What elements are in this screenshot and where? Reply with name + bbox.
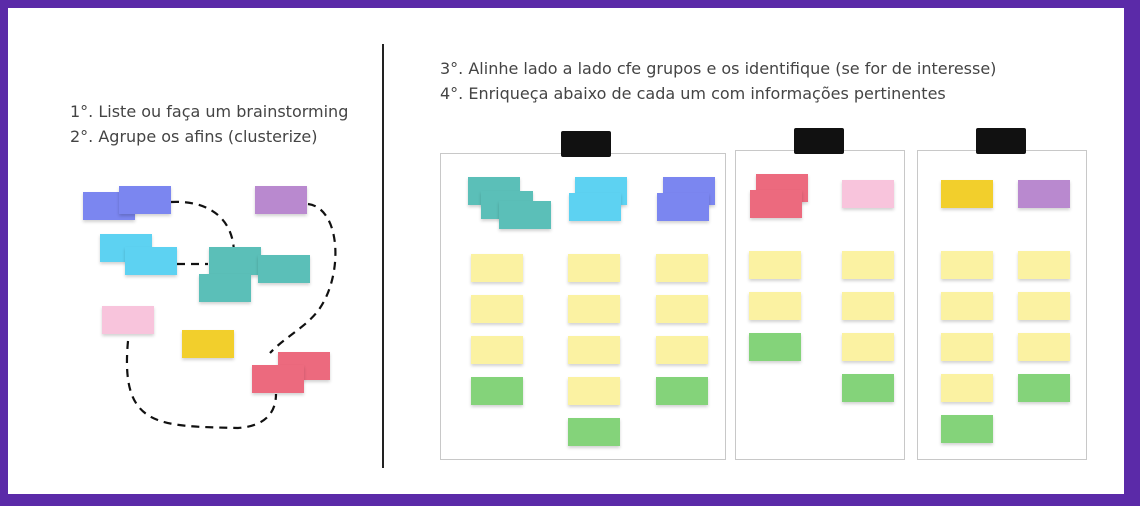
sticky-note-pink[interactable] <box>102 306 154 334</box>
detail-note-yellow[interactable] <box>941 374 993 402</box>
sticky-note-teal[interactable] <box>199 274 251 302</box>
header-note-cyan[interactable] <box>569 193 621 221</box>
detail-note-yellow[interactable] <box>568 254 620 282</box>
detail-note-yellow[interactable] <box>842 333 894 361</box>
detail-note-yellow[interactable] <box>1018 333 1070 361</box>
detail-note-yellow[interactable] <box>1018 251 1070 279</box>
detail-note-yellow[interactable] <box>471 336 523 364</box>
detail-note-yellow[interactable] <box>656 295 708 323</box>
detail-note-green[interactable] <box>656 377 708 405</box>
header-note-pink[interactable] <box>842 180 894 208</box>
link-pink-red <box>125 340 278 430</box>
sticky-note-cyan[interactable] <box>125 247 177 275</box>
link-blue-teal <box>170 200 236 255</box>
cluster-connectors <box>125 200 337 430</box>
detail-note-yellow[interactable] <box>941 292 993 320</box>
detail-note-yellow[interactable] <box>656 254 708 282</box>
detail-note-yellow[interactable] <box>568 377 620 405</box>
detail-note-green[interactable] <box>1018 374 1070 402</box>
detail-note-green[interactable] <box>749 333 801 361</box>
whiteboard-canvas: 1°. Liste ou faça um brainstorming 2°. A… <box>8 8 1124 494</box>
detail-note-yellow[interactable] <box>941 251 993 279</box>
header-note-red[interactable] <box>750 190 802 218</box>
sticky-note-purple[interactable] <box>255 186 307 214</box>
detail-note-green[interactable] <box>941 415 993 443</box>
sticky-note-blue[interactable] <box>119 186 171 214</box>
tape-label <box>794 128 844 154</box>
sticky-note-yellow[interactable] <box>182 330 234 358</box>
sticky-note-red[interactable] <box>252 365 304 393</box>
detail-note-yellow[interactable] <box>568 336 620 364</box>
detail-note-yellow[interactable] <box>842 251 894 279</box>
section-divider <box>382 44 384 468</box>
header-note-yellow[interactable] <box>941 180 993 208</box>
instruction-step-1: 1°. Liste ou faça um brainstorming <box>70 102 349 121</box>
tape-label <box>976 128 1026 154</box>
header-note-purple[interactable] <box>1018 180 1070 208</box>
instruction-step-3: 3°. Alinhe lado a lado cfe grupos e os i… <box>440 59 997 78</box>
detail-note-yellow[interactable] <box>941 333 993 361</box>
detail-note-green[interactable] <box>471 377 523 405</box>
detail-note-green[interactable] <box>842 374 894 402</box>
sticky-note-teal[interactable] <box>209 247 261 275</box>
detail-note-yellow[interactable] <box>471 295 523 323</box>
detail-note-yellow[interactable] <box>749 251 801 279</box>
header-note-teal[interactable] <box>499 201 551 229</box>
instruction-step-2: 2°. Agrupe os afins (clusterize) <box>70 127 318 146</box>
detail-note-yellow[interactable] <box>842 292 894 320</box>
detail-note-yellow[interactable] <box>656 336 708 364</box>
header-note-blue[interactable] <box>657 193 709 221</box>
detail-note-yellow[interactable] <box>471 254 523 282</box>
detail-note-yellow[interactable] <box>568 295 620 323</box>
detail-note-yellow[interactable] <box>1018 292 1070 320</box>
tape-label <box>561 131 611 157</box>
detail-note-yellow[interactable] <box>749 292 801 320</box>
detail-note-green[interactable] <box>568 418 620 446</box>
link-purple-red <box>269 202 337 354</box>
instruction-step-4: 4°. Enriqueça abaixo de cada um com info… <box>440 84 946 103</box>
sticky-note-teal[interactable] <box>258 255 310 283</box>
